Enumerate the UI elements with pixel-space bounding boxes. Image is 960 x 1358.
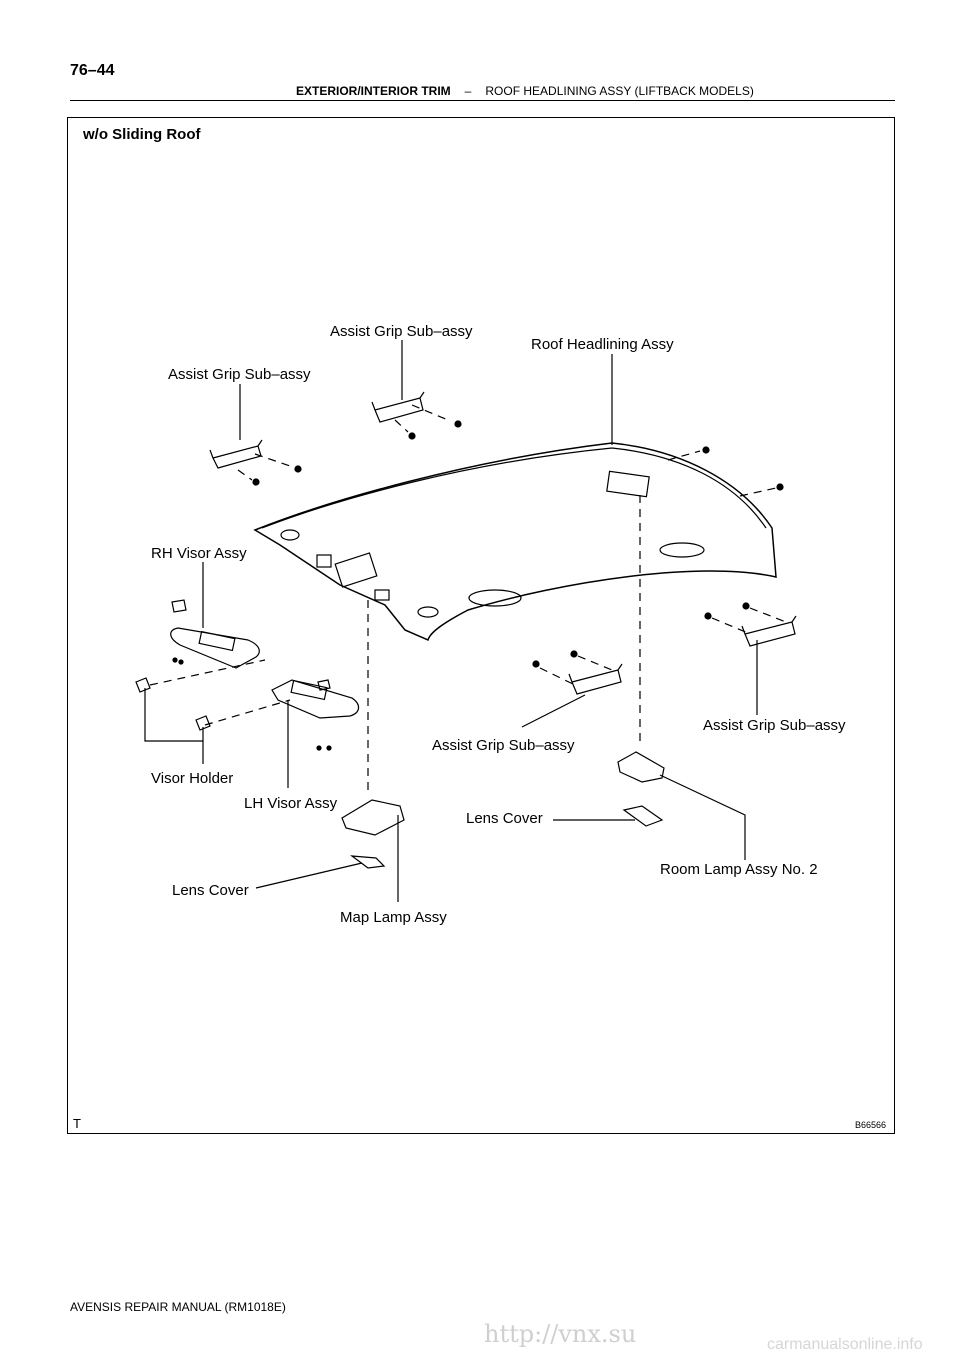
screw-2 <box>408 432 416 440</box>
header-topic: ROOF HEADLINING ASSY (LIFTBACK MODELS) <box>485 84 754 98</box>
clip-1 <box>702 446 710 454</box>
leader-lens-cover-left <box>255 862 363 889</box>
page-header: EXTERIOR/INTERIOR TRIM–ROOF HEADLINING A… <box>296 84 754 98</box>
dash-grip-right-1 <box>711 617 749 634</box>
roof-grip-recess-right <box>659 542 705 558</box>
visor-holder-lh <box>195 715 211 731</box>
manual-footer: AVENSIS REPAIR MANUAL (RM1018E) <box>70 1300 286 1314</box>
dash-grip-center-2 <box>577 655 613 671</box>
header-rule <box>70 100 895 101</box>
label-roof-headlining: Roof Headlining Assy <box>531 336 674 353</box>
figure-frame <box>67 117 895 1134</box>
visor-holder-rh <box>135 677 151 693</box>
roof-grip-recess-center <box>468 589 522 607</box>
page-number: 76–44 <box>70 62 115 79</box>
label-visor-holder: Visor Holder <box>151 770 234 787</box>
roof-visor-slot-1 <box>316 554 332 568</box>
figure-t-mark: T <box>73 1116 81 1131</box>
figure-subtitle: w/o Sliding Roof <box>83 126 201 143</box>
leader-room-lamp <box>659 774 746 860</box>
label-lens-cover-left: Lens Cover <box>172 882 249 899</box>
clip-2 <box>776 483 784 491</box>
room-lamp-shape <box>617 751 665 783</box>
screw-7 <box>704 612 712 620</box>
leader-visor-holder <box>144 688 204 742</box>
label-assist-grip-center: Assist Grip Sub–assy <box>432 737 575 754</box>
screw-3 <box>294 465 302 473</box>
rh-visor-mirror <box>198 630 236 652</box>
site-watermark: carmanualsonline.info <box>767 1336 923 1353</box>
dash-grip-top-2 <box>394 419 409 433</box>
screw-12 <box>326 745 332 751</box>
assist-grip-left <box>209 439 263 469</box>
label-lh-visor: LH Visor Assy <box>244 795 338 812</box>
dash-grip-right-2 <box>749 607 787 623</box>
screw-4 <box>252 478 260 486</box>
lh-visor-shape <box>271 679 360 719</box>
lh-visor-mirror <box>290 679 328 701</box>
dash-grip-center-1 <box>539 667 576 686</box>
label-map-lamp: Map Lamp Assy <box>340 909 447 926</box>
roof-grip-recess-left <box>280 529 300 541</box>
assist-grip-center <box>568 663 623 695</box>
label-rh-visor: RH Visor Assy <box>151 545 247 562</box>
rh-visor-shape <box>170 627 260 669</box>
label-assist-grip-right: Assist Grip Sub–assy <box>703 717 846 734</box>
roof-visor-recess <box>417 606 439 618</box>
screw-9 <box>172 657 178 663</box>
lens-cover-right-shape <box>622 805 664 827</box>
dash-grip-left-2 <box>237 469 253 481</box>
lens-cover-left-shape <box>349 855 386 869</box>
screw-8 <box>742 602 750 610</box>
label-assist-grip-left: Assist Grip Sub–assy <box>168 366 311 383</box>
header-separator: – <box>464 84 472 98</box>
roof-inner-edge <box>261 447 767 529</box>
label-lens-cover-right: Lens Cover <box>466 810 543 827</box>
header-section: EXTERIOR/INTERIOR TRIM <box>296 84 451 98</box>
map-lamp-shape <box>341 799 405 836</box>
screw-10 <box>178 659 184 665</box>
dash-visor-rh <box>149 659 266 686</box>
screw-6 <box>570 650 578 658</box>
dash-grip-top-1 <box>411 404 449 421</box>
label-assist-grip-top: Assist Grip Sub–assy <box>330 323 473 340</box>
roof-map-lamp-opening <box>334 552 378 588</box>
dash-clip-2 <box>739 487 777 497</box>
dash-visor-lh <box>204 699 291 726</box>
figure-code: B66566 <box>855 1120 887 1130</box>
roof-room-lamp-opening <box>606 470 650 498</box>
roof-headlining-shape <box>253 442 777 642</box>
visor-clip-rh <box>171 599 187 613</box>
assist-grip-right <box>741 615 797 647</box>
assist-grip-top <box>371 391 425 423</box>
label-room-lamp: Room Lamp Assy No. 2 <box>660 861 818 878</box>
watermark-link[interactable]: http://vnx.su <box>484 1320 637 1348</box>
roof-visor-slot-2 <box>374 589 390 601</box>
visor-clip-lh <box>317 679 331 691</box>
screw-1 <box>454 420 462 428</box>
screw-11 <box>316 745 322 751</box>
dash-clip-1 <box>667 450 701 461</box>
leader-assist-grip-center <box>521 694 586 728</box>
screw-5 <box>532 660 540 668</box>
